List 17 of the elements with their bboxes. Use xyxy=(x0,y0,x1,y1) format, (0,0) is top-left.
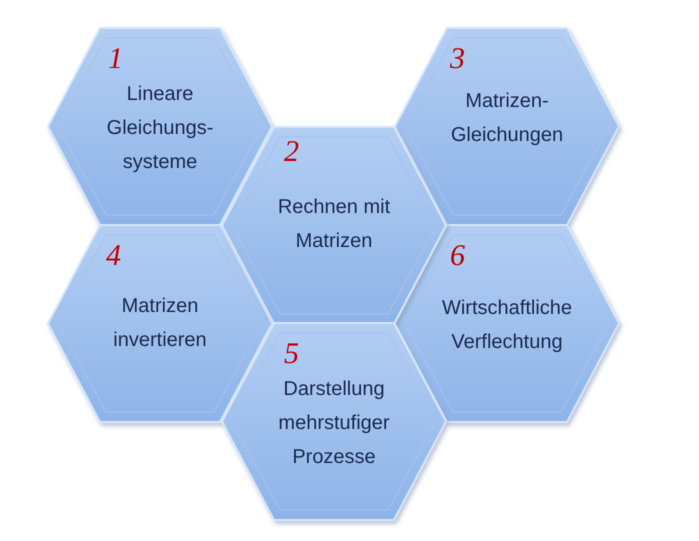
step-number: 1 xyxy=(108,44,123,74)
topic-label: Rechnen mit Matrizen xyxy=(276,195,392,254)
topic-label: Matrizen invertieren xyxy=(112,294,208,353)
step-number: 5 xyxy=(284,339,299,369)
topic-label: Matrizen- Gleichungen xyxy=(450,89,564,148)
topic-label: Wirtschaftliche Verflechtung xyxy=(440,296,574,355)
hexagon-tile xyxy=(222,323,446,520)
step-number: 4 xyxy=(106,241,121,271)
step-number: 6 xyxy=(450,241,465,271)
topic-label: Darstellung mehrstufiger Prozesse xyxy=(277,377,391,470)
hexagon-tile xyxy=(395,28,619,225)
hexagon-tile xyxy=(48,225,272,422)
step-number: 2 xyxy=(284,137,299,167)
hexagon-tile xyxy=(395,225,619,422)
topic-label: Lineare Gleichungs- systeme xyxy=(106,82,214,175)
hexagon-tile xyxy=(48,28,272,225)
step-number: 3 xyxy=(450,44,465,74)
